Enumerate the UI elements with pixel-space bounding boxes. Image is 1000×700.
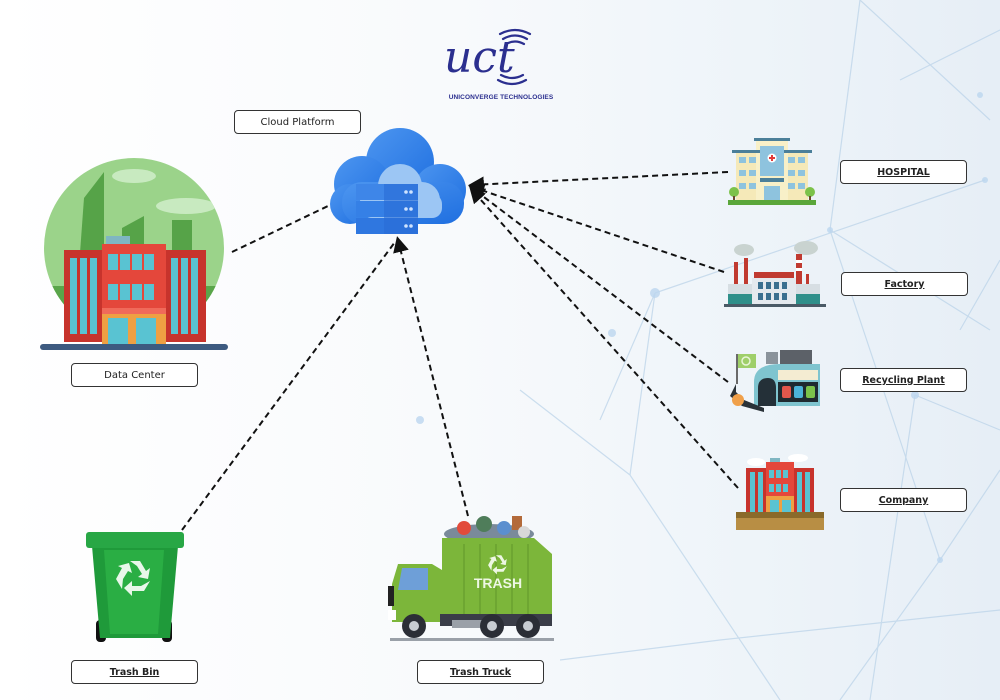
uct-logo-icon: uct [444,28,532,86]
company-building-icon [736,454,824,530]
company-label: Company [840,488,967,512]
hospital-icon [728,138,816,205]
company-name: UNICONVERGE TECHNOLOGIES [448,94,554,101]
factory-icon [724,241,826,307]
link-trash-truck [393,236,469,517]
hospital-label: HOSPITAL [840,160,967,184]
data-center-building-icon [40,158,228,350]
hospital-node[interactable] [726,138,818,206]
factory-node[interactable] [724,238,826,308]
trash-truck-label: Trash Truck [417,660,544,684]
recycling-plant-label: Recycling Plant [840,368,967,392]
logo-mark: uct [444,32,515,83]
cloud-server-icon [330,128,466,234]
link-factory [468,183,725,273]
company-node[interactable] [736,452,824,532]
truck-recycle-symbol-icon [488,555,507,575]
trash-truck-node[interactable]: TRASH [384,510,556,642]
link-data-center [231,205,329,253]
cloud-platform-node[interactable] [322,122,470,240]
data-center-node[interactable] [36,158,232,354]
recycle-bin-icon [86,532,184,642]
recycling-plant-node[interactable] [724,348,824,414]
company-logo: uct [440,20,560,92]
data-center-label: Data Center [71,363,198,387]
truck-text: TRASH [474,575,522,591]
link-hospital [468,171,729,193]
trash-bin-node[interactable] [84,530,186,646]
link-recycling-plant [468,185,729,383]
link-company [469,187,739,489]
cloud-platform-label: Cloud Platform [234,110,361,134]
trash-bin-label: Trash Bin [71,660,198,684]
garbage-truck-icon: TRASH [388,516,554,641]
recycle-symbol-icon [116,561,150,596]
recycling-plant-icon [730,350,820,412]
factory-label: Factory [841,272,968,296]
